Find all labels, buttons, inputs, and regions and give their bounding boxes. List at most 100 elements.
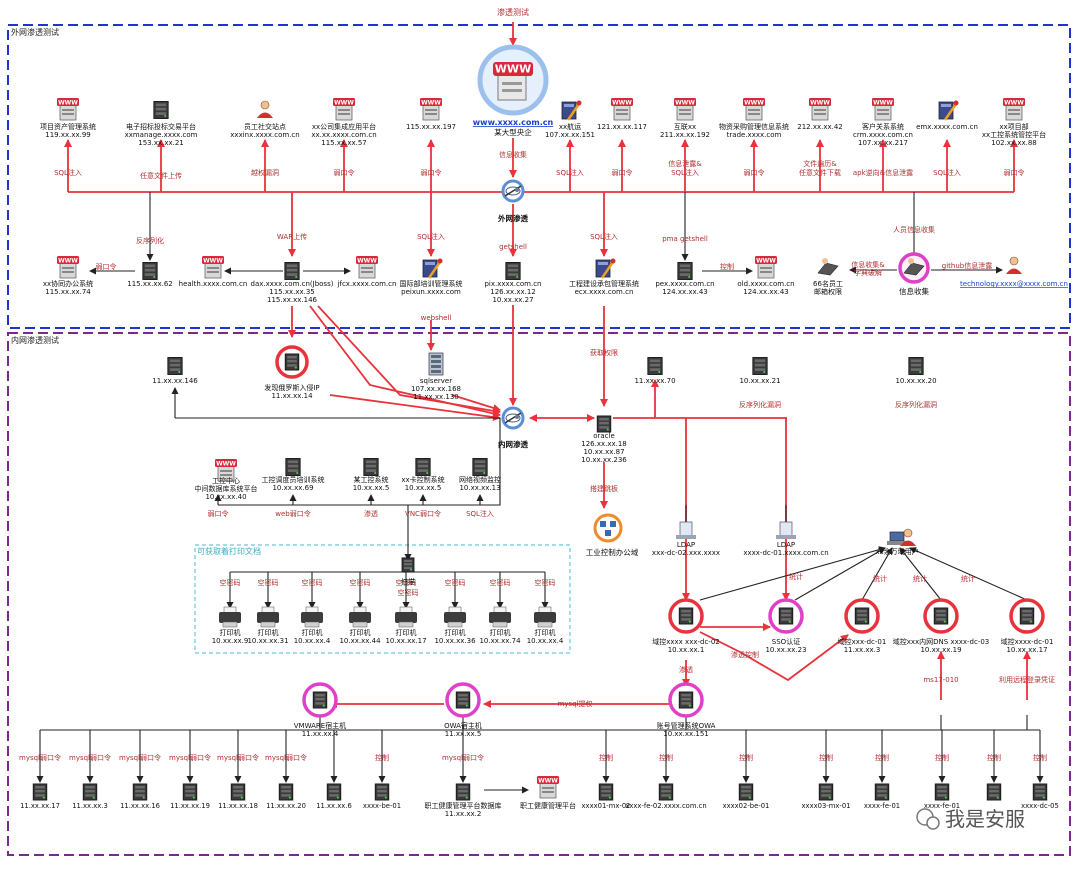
edge-label: 空密码 (396, 578, 417, 587)
node-trade-line2: trade.xxxx.com (727, 131, 782, 139)
edge-label: SQL注入 (556, 168, 584, 177)
node-proj-line3: 102.xx.xx.88 (991, 139, 1037, 147)
edge-label: ms17-010 (923, 676, 958, 684)
server-icon (363, 458, 379, 476)
web-server-icon: WWW (202, 256, 224, 279)
svg-text:WWW: WWW (1004, 100, 1024, 107)
attack-path (317, 305, 501, 415)
server-icon (142, 262, 158, 280)
edge-label: 控制 (659, 753, 673, 762)
node-trade-line1: 物资采购管理信息系统 (719, 122, 789, 131)
node-text: dax.xxxx.com.cn(Jboss) (251, 280, 334, 288)
node-text: old.xxxx.com.cn (737, 280, 794, 288)
edge-label: pma getshell (662, 235, 708, 243)
node-crm-line3: 107.xx.xx.217 (858, 139, 908, 147)
node-staff-line1: 员工社交站点 (244, 122, 286, 131)
wechat-icon-small (926, 816, 940, 830)
edge-label: 渗透 (679, 665, 693, 674)
bottom-host-label: 11.xx.xx.18 (218, 802, 258, 810)
edge-label: webshell (421, 314, 452, 322)
edge-label: 空密码 (350, 578, 371, 587)
node-text: 域控xxx-dc-01 (838, 637, 887, 646)
edge-label: 弱口令 (612, 168, 633, 177)
edge-label: 文件遍历& (803, 159, 837, 168)
node-text: peixun.xxxx.com (401, 288, 461, 296)
svg-text:WWW: WWW (810, 100, 830, 107)
bottom-host-label: 11.xx.xx.19 (170, 802, 210, 810)
edge-label: 信息收集 (499, 150, 527, 159)
node-text: 扫描 (401, 577, 415, 586)
edge-label: apk逆向&信息泄露 (853, 168, 913, 177)
bottom-host-label: xxxx03-mx-01 (802, 802, 851, 810)
bottom-host-label: 11.xx.xx.6 (316, 802, 352, 810)
edge-label: 信息泄露& (668, 159, 702, 168)
bottom-host-label: 11.xx.xx.3 (72, 802, 108, 810)
outer-zone-title: 外网渗透测试 (11, 27, 59, 37)
edge-label: mysql弱口令 (19, 753, 61, 762)
exploit-tool-icon (561, 100, 582, 121)
printer-icon (349, 606, 371, 628)
node-text: xx协同办公系统 (43, 279, 93, 288)
edge-label: WAR上传 (277, 232, 307, 241)
node-crm-line2: crm.xxxx.com.cn (853, 131, 913, 139)
svg-text:WWW: WWW (873, 100, 893, 107)
edge-label: 字典破解 (854, 268, 882, 277)
server-icon (182, 783, 198, 801)
laptop-icon (887, 531, 907, 545)
edge-label: 空密码 (490, 578, 511, 587)
web-server-icon: WWW (611, 98, 633, 121)
link-line (899, 547, 942, 601)
main-site-url[interactable]: www.xxxx.com.cn (473, 118, 554, 127)
server-icon (82, 783, 98, 801)
link-line (699, 546, 886, 601)
svg-text:WWW: WWW (421, 100, 441, 107)
node-integ-line1: xx公司集成应用平台 (312, 122, 376, 131)
node-text: oracle (593, 432, 615, 440)
printer-ip: 10.xx.xx.17 (385, 637, 426, 645)
server-icon (1019, 607, 1035, 625)
exploit-tool-icon (938, 100, 959, 121)
watermark: 我是安服 (916, 807, 1025, 831)
node-text: 域控xxxx-dc-01 (1001, 637, 1054, 646)
node-text: 职工健康管理平台数据库 (425, 801, 502, 810)
node-text: 10.xx.xx.151 (663, 730, 709, 738)
bottom-host-label: 11.xx.xx.17 (20, 802, 60, 810)
node-text: 10.xx.xx.69 (272, 484, 313, 492)
bottom-host-label: xxxx-dc-05 (1021, 802, 1059, 810)
edge-label: SQL注入 (417, 232, 445, 241)
web-server-icon: WWW (57, 256, 79, 279)
node-n197-line1: 115.xx.xx.197 (406, 123, 456, 131)
svg-text:WWW: WWW (612, 100, 632, 107)
node-bid-line3: 153.xx.xx.21 (138, 139, 184, 147)
web-server-icon: WWW (537, 776, 559, 799)
edge-label: 任意文件下载 (799, 168, 841, 177)
server-icon (415, 458, 431, 476)
node-text: 网络视频监控 (459, 475, 501, 484)
printer-name: 打印机 (396, 628, 417, 637)
server-icon (374, 783, 390, 801)
printer-ip: 10.xx.xx.9 (212, 637, 249, 645)
main-website-icon: WWW (477, 44, 549, 116)
edge-label: 控制 (819, 753, 833, 762)
node-proj-line1: xx项目部 (999, 122, 1028, 131)
globe-icon (501, 406, 525, 430)
edge-label: 反序列化漏洞 (739, 400, 781, 409)
dark-links (36, 192, 1044, 794)
tech-email-link[interactable]: technology.xxxx@xxxx.com.cn (960, 280, 1068, 288)
dictionary-crack-icon (817, 258, 839, 276)
node-text: 11.xx.xx.4 (302, 730, 339, 738)
node-integ-line2: xx.xx.xxxx.com.cn (311, 131, 376, 139)
node-integ-line3: 115.xx.xx.57 (321, 139, 367, 147)
edge-label: 弱口令 (744, 168, 765, 177)
attack-path (699, 631, 849, 682)
inner-zone-title: 内网渗透测试 (11, 335, 59, 345)
edge-label: 获取权限 (590, 348, 618, 357)
svg-text:WWW: WWW (58, 258, 78, 265)
node-text: 发现俄罗斯入侵IP (264, 383, 319, 392)
edge-label: mysql弱口令 (169, 753, 211, 762)
node-n42-line1: 212.xx.xx.42 (797, 123, 843, 131)
node-text: 115.xx.xx.62 (127, 280, 173, 288)
edge-label: 控制 (935, 753, 949, 762)
server-icon (647, 357, 663, 375)
user-icon (900, 528, 916, 546)
